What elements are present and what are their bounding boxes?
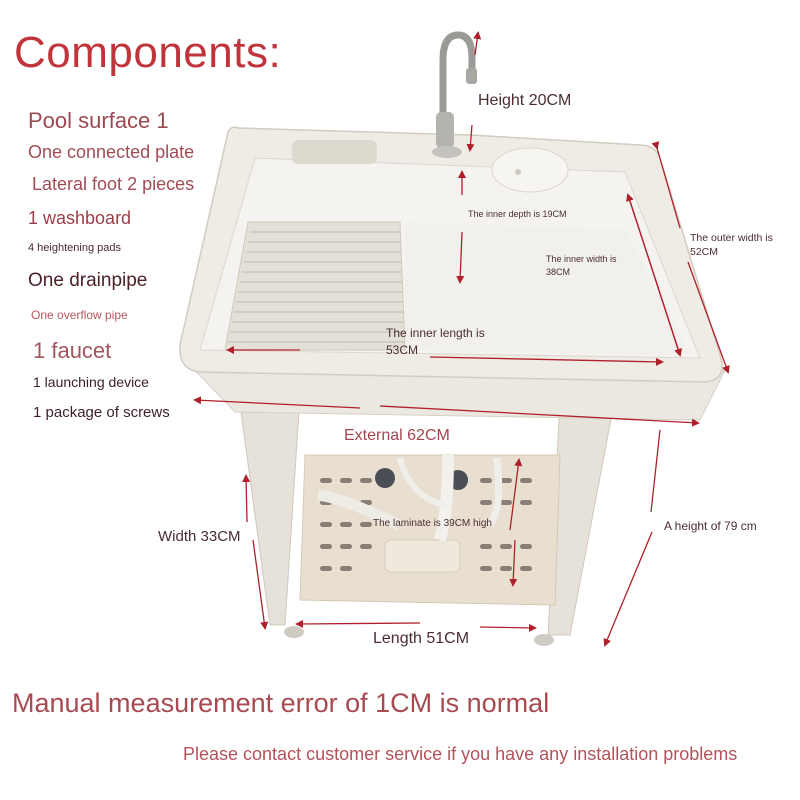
inner-width-line1: The inner width is — [546, 254, 617, 264]
inner-length-line1: The inner length is — [386, 326, 485, 340]
inner-width-line2: 38CM — [546, 267, 571, 277]
contact-service-note: Please contact customer service if you h… — [183, 744, 738, 764]
sink-basin — [179, 126, 723, 383]
component-item: 4 heightening pads — [28, 242, 121, 254]
component-item: 1 washboard — [28, 208, 132, 228]
outer-width-line2: 52CM — [690, 246, 719, 258]
component-item: One drainpipe — [28, 270, 148, 291]
sink-legs — [237, 389, 616, 646]
component-item: Pool surface 1 — [28, 108, 169, 133]
measurement-error-note: Manual measurement error of 1CM is norma… — [12, 688, 550, 718]
laminate-height-label: The laminate is 39CM high — [373, 518, 492, 529]
width-label: Width 33CM — [158, 528, 241, 545]
inner-length-line2: 53CM — [386, 343, 419, 357]
outer-width-line1: The outer width is — [690, 232, 773, 244]
external-length-label: External 62CM — [344, 427, 450, 444]
outer-width-label: The outer width is 52CM — [690, 231, 773, 259]
component-item: Lateral foot 2 pieces — [32, 174, 195, 194]
component-item: 1 launching device — [33, 374, 149, 390]
laminate-shelf — [299, 454, 561, 606]
inner-width-label: The inner width is 38CM — [546, 253, 617, 279]
total-height-label: A height of 79 cm — [664, 519, 757, 533]
component-item: One overflow pipe — [31, 308, 128, 322]
faucet-height-label: Height 20CM — [478, 92, 572, 109]
component-item: 1 faucet — [33, 338, 112, 363]
inner-length-label: The inner length is 53CM — [386, 325, 485, 359]
faucet — [432, 31, 477, 158]
component-item: One connected plate — [28, 142, 195, 162]
components-title: Components: — [14, 28, 282, 77]
inner-depth-label: The inner depth is 19CM — [468, 209, 567, 219]
component-item: 1 package of screws — [33, 404, 170, 421]
leg-length-label: Length 51CM — [373, 630, 470, 647]
measurement-arrows — [193, 31, 730, 647]
